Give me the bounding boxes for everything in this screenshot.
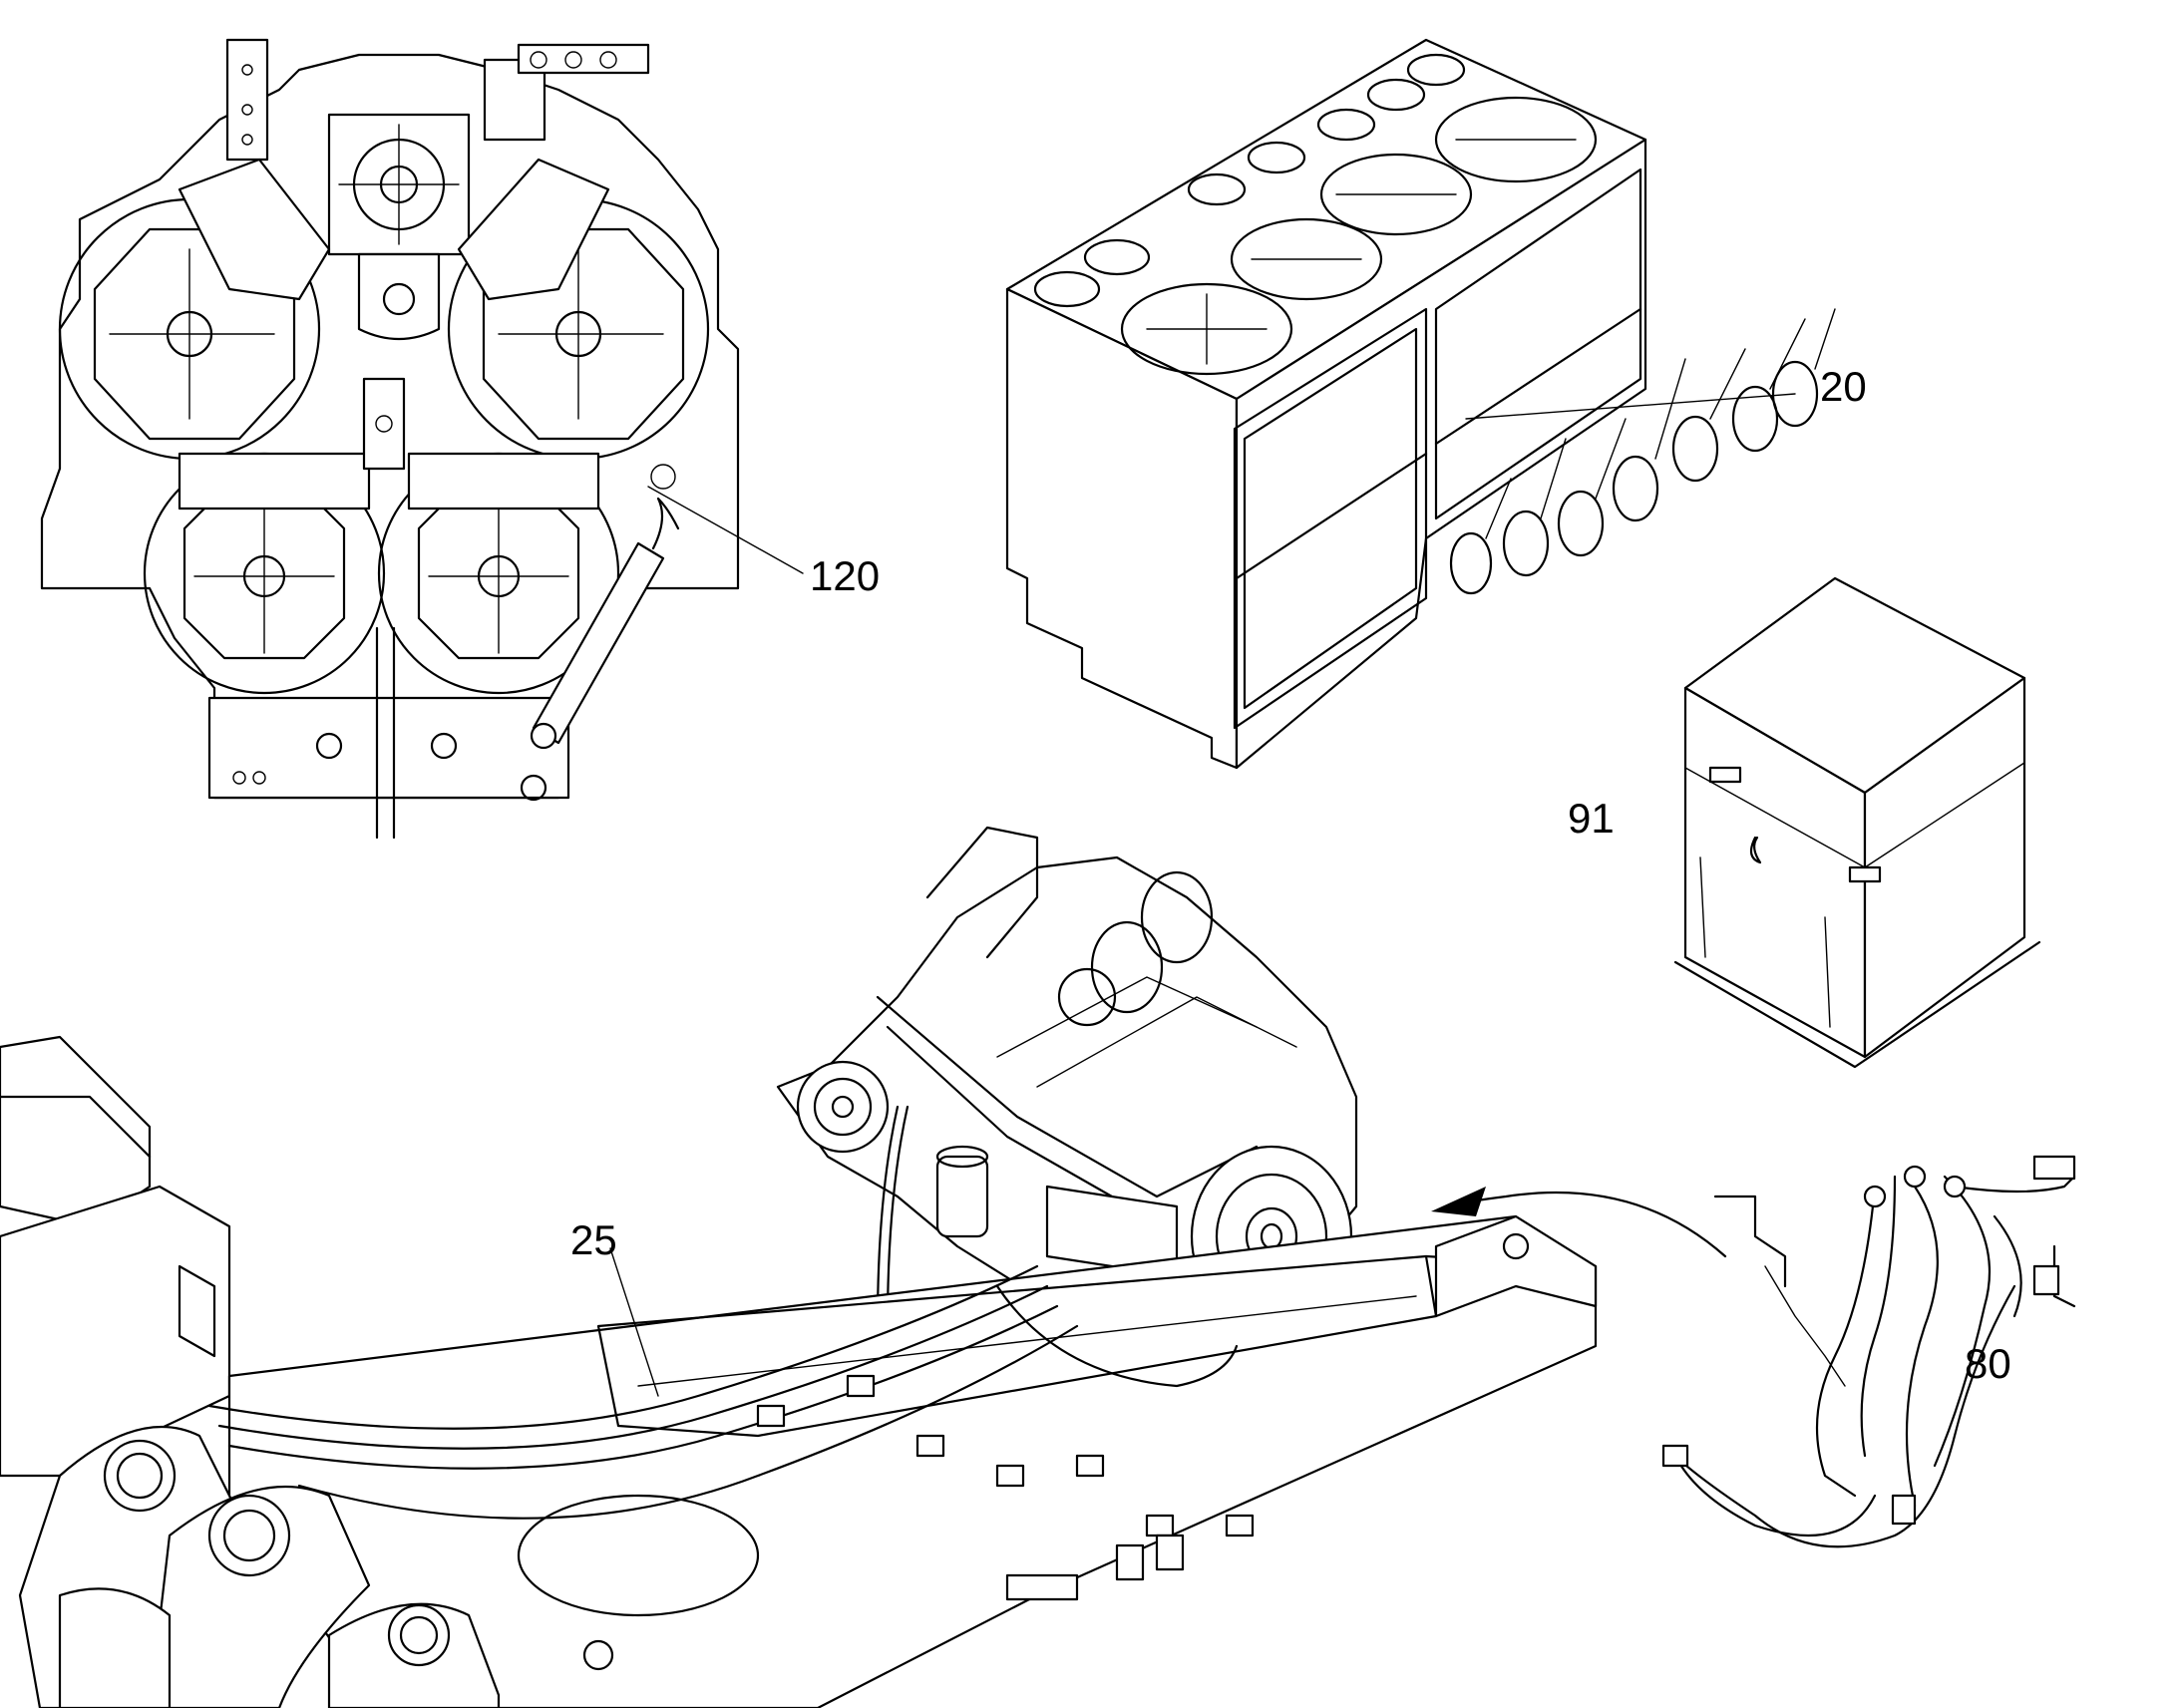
callout-25: 25: [570, 1216, 617, 1263]
tank-enclosure: [1005, 38, 1836, 770]
pump-assembly: [40, 38, 804, 840]
callout-80: 80: [1965, 1340, 2011, 1387]
cover-box: [1673, 576, 2041, 1069]
callout-labels: 120 20 91 25 80: [570, 363, 2011, 1387]
callout-91: 91: [1568, 795, 1615, 842]
inspection-covers: [1449, 308, 1836, 595]
wiring-harness: [1431, 1155, 2076, 1548]
upper-frame: [0, 1035, 1598, 1708]
callout-120: 120: [810, 552, 880, 599]
callout-20: 20: [1820, 363, 1867, 410]
